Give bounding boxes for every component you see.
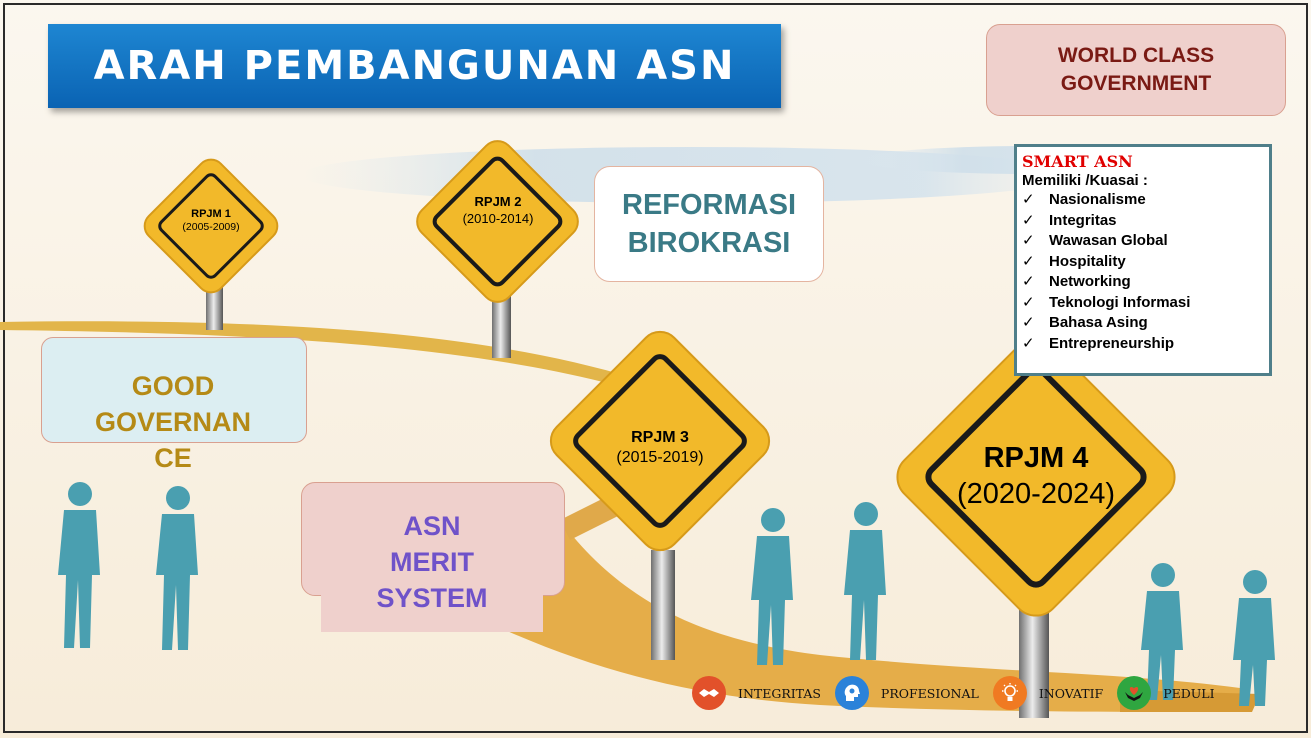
- checkmark-icon: ✓: [1022, 211, 1035, 229]
- person-silhouette: [1141, 563, 1183, 700]
- smart-asn-subtitle: Memiliki /Kuasai :: [1022, 172, 1148, 189]
- list-item: ✓Entrepreneurship: [1022, 334, 1269, 355]
- good-governance-text: GOOD GOVERNAN CE: [60, 368, 286, 476]
- checkmark-icon: ✓: [1022, 314, 1035, 331]
- handshake-icon: [692, 676, 726, 710]
- asn-merit-text: ASN MERIT SYSTEM: [311, 508, 553, 616]
- sign-board-1: [143, 158, 279, 294]
- sign-1-name: RPJM 1: [191, 208, 231, 220]
- world-class-line-1: WORLD CLASS: [1057, 44, 1215, 67]
- list-item: ✓Teknologi Informasi: [1022, 293, 1269, 314]
- smart-asn-title: SMART ASN: [1022, 152, 1133, 171]
- sign-label-1: RPJM 1 (2005-2009): [166, 208, 256, 234]
- person-silhouette: [156, 486, 198, 650]
- checkmark-icon: ✓: [1022, 293, 1035, 311]
- good-governance-box: [41, 337, 307, 443]
- value-label: INTEGRITAS: [738, 685, 821, 701]
- sign-4-name: RPJM 4: [983, 442, 1089, 474]
- sign-label-4: RPJM 4 (2020-2024): [956, 440, 1116, 512]
- list-item: ✓Bahasa Asing: [1022, 313, 1269, 334]
- value-integritas: INTEGRITAS: [692, 676, 821, 710]
- sign-1-years: (2005-2009): [182, 221, 240, 233]
- value-label: INOVATIF: [1038, 685, 1104, 701]
- reformasi-line-1: REFORMASI: [622, 189, 796, 221]
- sign-4-years: (2020-2024): [957, 478, 1115, 510]
- sign-board-2: [416, 140, 579, 303]
- core-values-bar: INTEGRITAS PROFESIONAL INOVATIF PEDULI: [692, 673, 1229, 713]
- road-upper: [0, 321, 640, 392]
- checkmark-icon: ✓: [1022, 334, 1035, 352]
- checkmark-icon: ✓: [1022, 273, 1035, 290]
- checkmark-icon: ✓: [1022, 232, 1035, 249]
- sign-board-4: [896, 337, 1176, 617]
- pole-3: [651, 550, 675, 660]
- title-banner: ARAH PEMBANGUNAN ASN: [48, 24, 781, 108]
- sign-2-name: RPJM 2: [474, 194, 522, 209]
- asn-merit-box-tail: [321, 590, 543, 632]
- list-item: ✓Hospitality: [1022, 252, 1269, 273]
- list-item: ✓Nasionalisme: [1022, 190, 1269, 211]
- asn-merit-line-3: SYSTEM: [376, 583, 488, 613]
- checkmark-icon: ✓: [1022, 191, 1035, 208]
- sign-board-3: [549, 330, 771, 552]
- checkmark-icon: ✓: [1022, 252, 1035, 270]
- smart-asn-panel: SMART ASN Memiliki /Kuasai : ✓Nasionalis…: [1014, 144, 1272, 376]
- value-peduli: PEDULI: [1117, 676, 1215, 710]
- silhouettes: [58, 482, 1275, 706]
- reformasi-line-2: BIROKRASI: [627, 227, 791, 259]
- asn-merit-line-2: MERIT: [390, 547, 474, 577]
- sign-2-years: (2010-2014): [462, 211, 534, 226]
- list-item: ✓Integritas: [1022, 211, 1269, 232]
- value-profesional: PROFESIONAL: [834, 676, 979, 710]
- good-governance-line-3: CE: [154, 443, 192, 473]
- value-label: PEDULI: [1163, 685, 1215, 701]
- head-icon: [834, 676, 869, 710]
- person-silhouette: [58, 482, 100, 648]
- road-lower: [505, 520, 1255, 712]
- value-inovatif: INOVATIF: [992, 676, 1104, 710]
- person-silhouette: [844, 502, 886, 660]
- page-title: ARAH PEMBANGUNAN ASN: [93, 43, 736, 89]
- value-label: PROFESIONAL: [880, 685, 979, 701]
- slide-frame: [3, 3, 1308, 733]
- sign-label-2: RPJM 2 (2010-2014): [443, 193, 553, 227]
- smart-asn-list: ✓Nasionalisme ✓Integritas ✓Wawasan Globa…: [1022, 190, 1269, 354]
- asn-merit-line-1: ASN: [403, 511, 461, 541]
- list-item: ✓Networking: [1022, 272, 1269, 293]
- good-governance-line-1: GOOD: [131, 371, 215, 401]
- reformasi-birokrasi-box: REFORMASI BIROKRASI: [594, 166, 824, 282]
- world-class-government-box: WORLD CLASS GOVERNMENT: [986, 24, 1286, 116]
- lightbulb-icon: [992, 676, 1027, 710]
- person-silhouette: [1233, 570, 1275, 706]
- asn-merit-box: [301, 482, 565, 596]
- good-governance-line-2: GOVERNAN: [94, 407, 251, 437]
- list-item: ✓Wawasan Global: [1022, 231, 1269, 252]
- sign-3-name: RPJM 3: [631, 429, 689, 446]
- world-class-line-2: GOVERNMENT: [1060, 72, 1212, 95]
- sign-label-3: RPJM 3 (2015-2019): [595, 428, 725, 468]
- heart-hands-icon: [1117, 676, 1152, 710]
- person-silhouette: [751, 508, 793, 665]
- sign-3-years: (2015-2019): [616, 449, 704, 466]
